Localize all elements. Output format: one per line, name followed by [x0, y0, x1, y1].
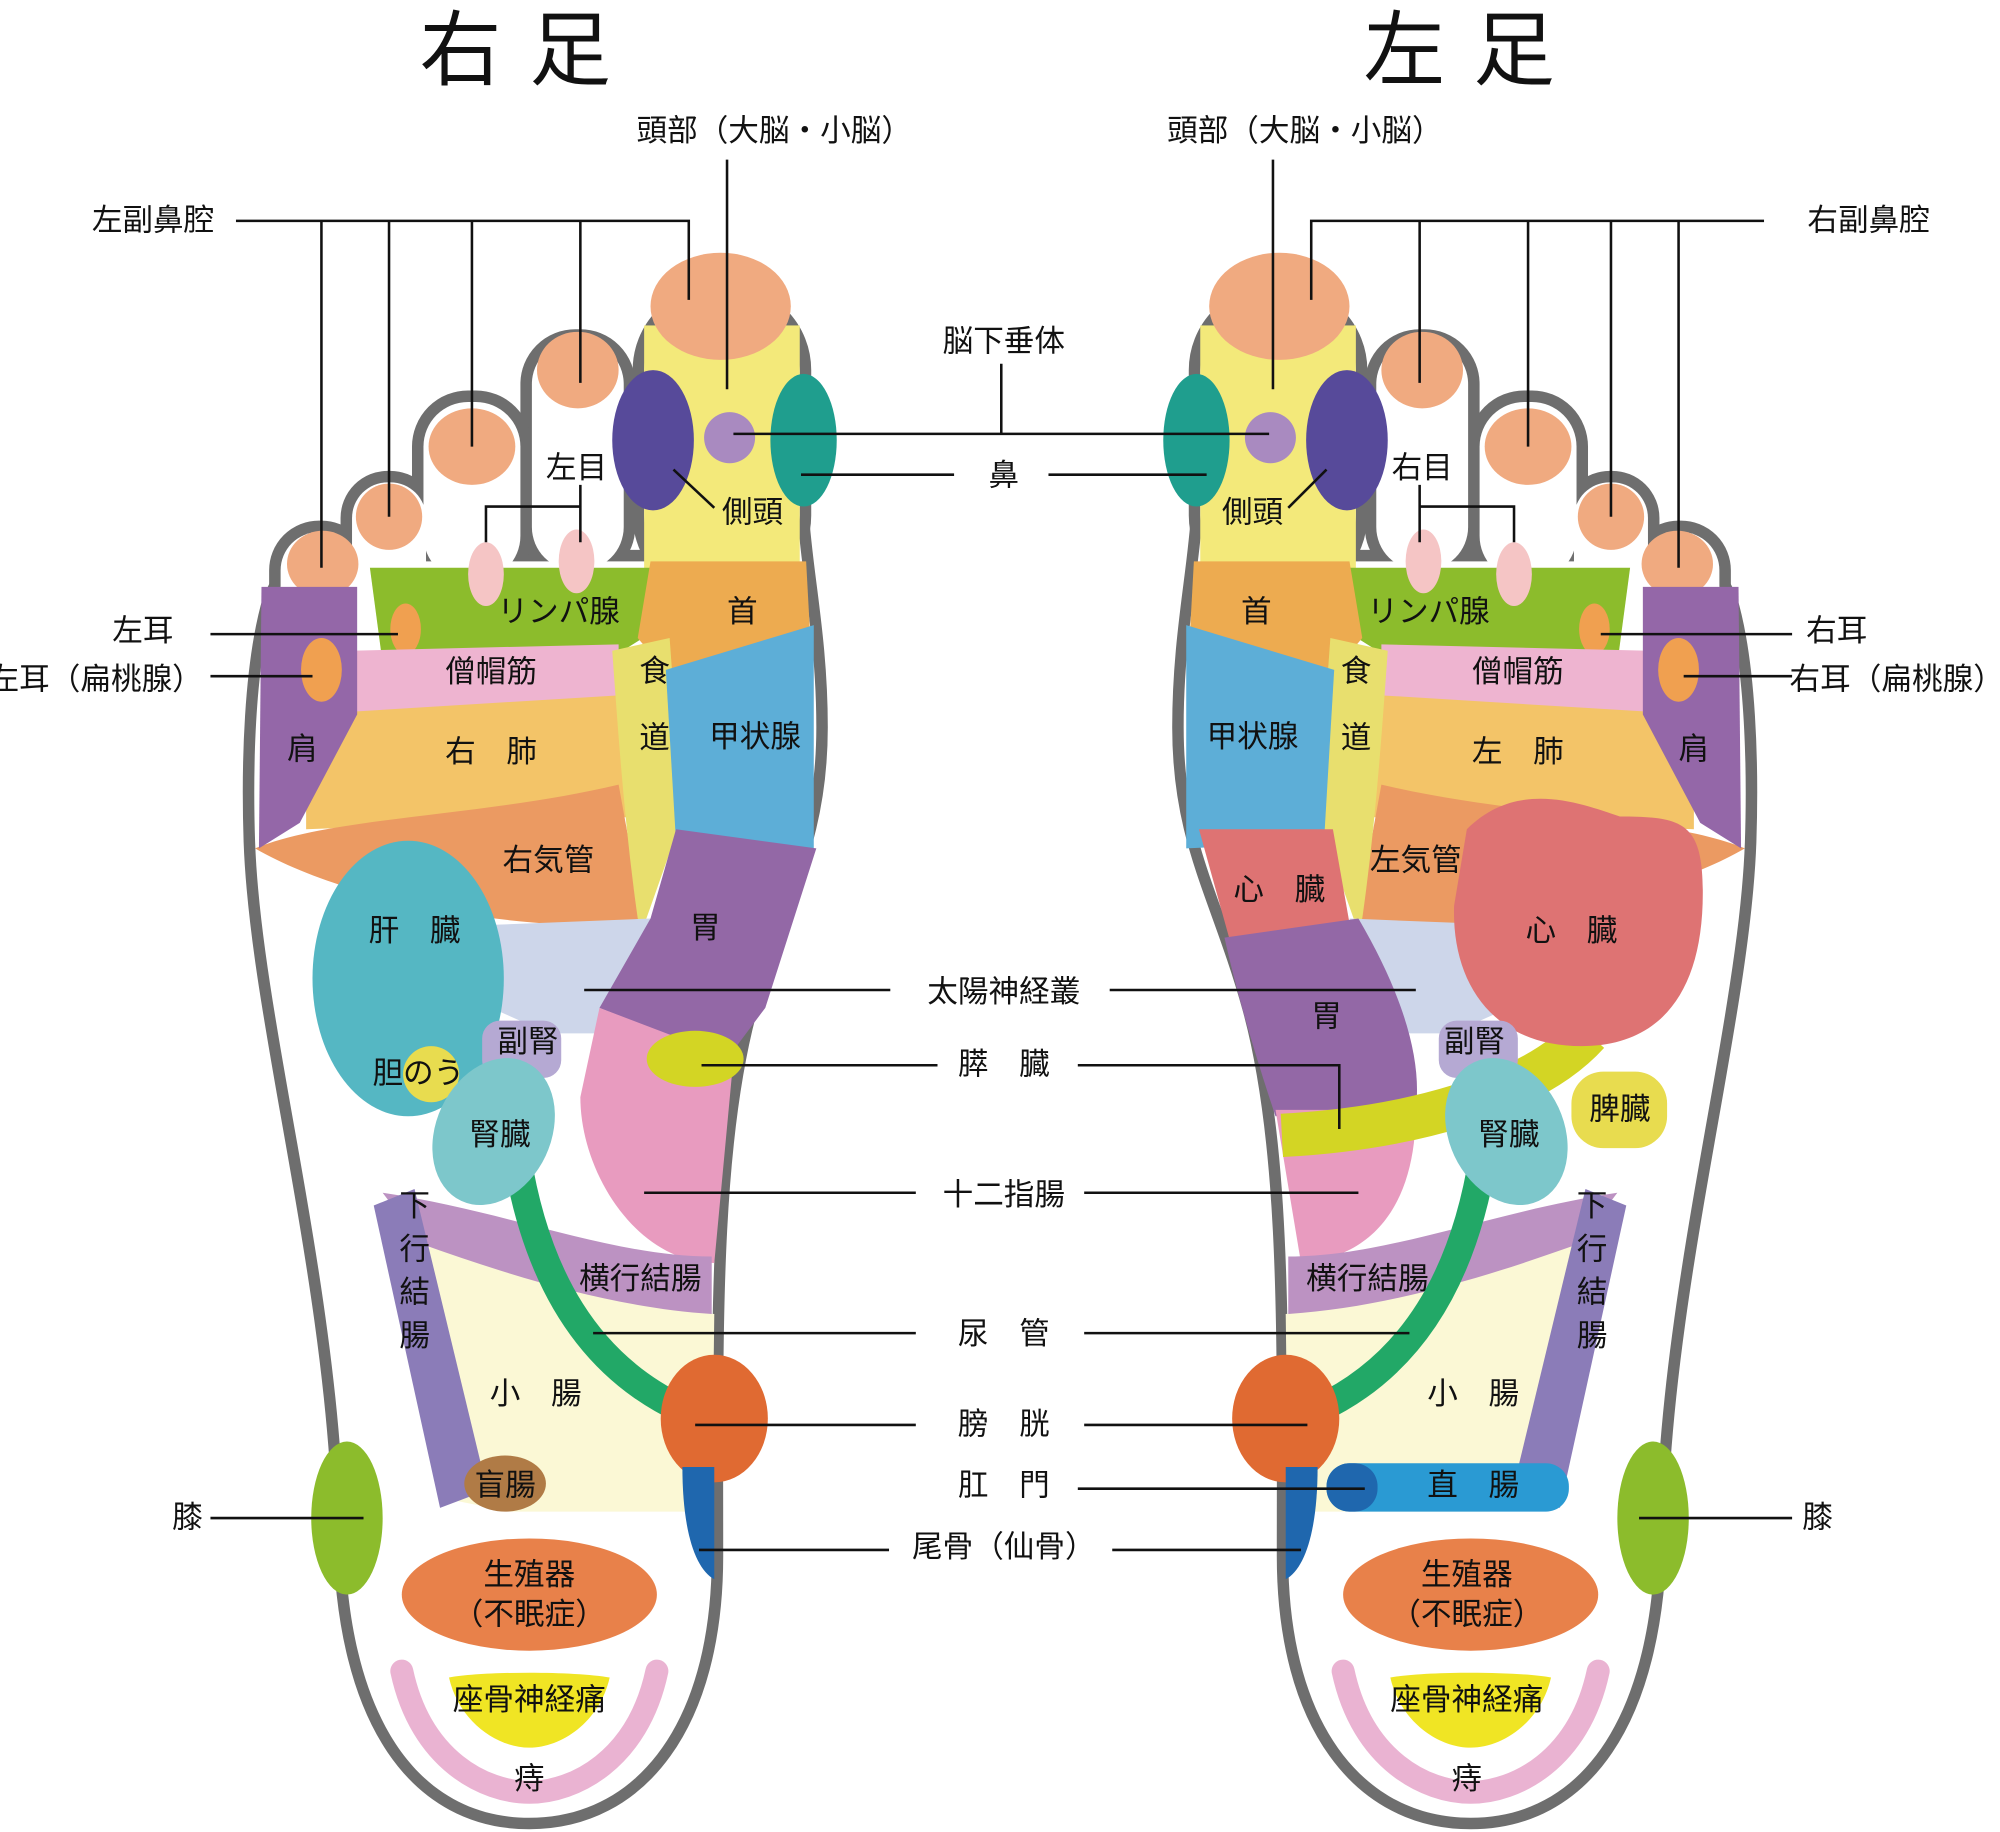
label-thyroid: 甲状腺 — [709, 720, 801, 755]
label-ear: 左耳 — [112, 614, 173, 649]
label-lymph: リンパ腺 — [1367, 595, 1489, 630]
label-heart-small: 心 臓 — [1233, 873, 1325, 908]
label-bladder: 膀 胱 — [958, 1407, 1050, 1442]
label-eye: 左目 — [546, 451, 607, 486]
label-lymph: リンパ腺 — [497, 595, 619, 630]
label-hemorrhoid: 痔 — [1452, 1762, 1483, 1797]
label-shoulder: 肩 — [1679, 733, 1710, 768]
label-spleen: 脾臓 — [1589, 1092, 1650, 1127]
label-ear: 右耳 — [1806, 614, 1867, 649]
label-adrenal: 副腎 — [497, 1025, 558, 1060]
right-foot-title: 右足 — [420, 4, 639, 99]
label-genitals: 生殖器 — [483, 1558, 575, 1593]
label-liver: 肝 臓 — [369, 914, 461, 949]
label-ear-tonsil: 右耳（扁桃腺） — [1790, 663, 2000, 698]
label-head: 頭部（大脳・小脳） — [1167, 114, 1442, 149]
label-stomach: 胃 — [690, 911, 721, 946]
label-sciatic: 座骨神経痛 — [1390, 1683, 1543, 1718]
label-insomnia: （不眠症） — [1390, 1597, 1543, 1632]
label-sinus: 左副鼻腔 — [92, 203, 214, 238]
label-head: 頭部（大脳・小脳） — [636, 114, 911, 149]
left-foot-title: 左足 — [1364, 4, 1583, 99]
label-descending-colon: 下行結腸 — [393, 1189, 429, 1362]
label-sinus: 右副鼻腔 — [1807, 203, 1929, 238]
label-genitals: 生殖器 — [1421, 1558, 1513, 1593]
label-temple: 側頭 — [1222, 495, 1283, 530]
label-anus: 肛 門 — [958, 1469, 1050, 1504]
label-solar-plexus: 太陽神経叢 — [927, 975, 1080, 1010]
label-gallbladder: 胆のう — [372, 1057, 464, 1092]
label-small-intestine: 小 腸 — [1427, 1377, 1519, 1412]
label-ureter: 尿 管 — [958, 1317, 1050, 1352]
label-cecum: 盲腸 — [474, 1469, 535, 1504]
label-esophagus: 食道 — [1335, 654, 1370, 787]
label-shoulder: 肩 — [287, 733, 318, 768]
label-nose: 鼻 — [989, 458, 1020, 493]
label-hemorrhoid: 痔 — [514, 1762, 545, 1797]
right-foot-labels: 頭部（大脳・小脳） 左副鼻腔 側頭 左目 リンパ腺 首 左耳 左耳（扁桃腺） 僧… — [0, 114, 912, 1797]
label-stomach: 胃 — [1311, 999, 1342, 1034]
label-heart: 心 臓 — [1526, 914, 1618, 949]
leader-lines — [210, 159, 1793, 1552]
label-trachea: 左気管 — [1370, 844, 1462, 879]
label-trapezius: 僧帽筋 — [445, 655, 537, 690]
label-pituitary: 脳下垂体 — [943, 325, 1065, 360]
label-sciatic: 座骨神経痛 — [453, 1683, 606, 1718]
label-descending-colon: 下行結腸 — [1571, 1189, 1607, 1362]
label-eye: 右目 — [1392, 451, 1453, 486]
label-esophagus: 食道 — [633, 654, 668, 787]
label-neck: 首 — [1241, 595, 1272, 630]
label-duodenum: 十二指腸 — [943, 1178, 1065, 1213]
label-transverse-colon: 横行結腸 — [579, 1262, 701, 1297]
left-foot — [1163, 252, 1745, 1818]
label-knee: 膝 — [172, 1501, 203, 1536]
label-ear-tonsil: 左耳（扁桃腺） — [0, 663, 203, 698]
label-trapezius: 僧帽筋 — [1472, 655, 1564, 690]
label-lung: 右 肺 — [445, 735, 537, 770]
right-foot — [254, 252, 837, 1818]
label-knee: 膝 — [1802, 1501, 1833, 1536]
label-kidney: 腎臓 — [469, 1118, 530, 1153]
left-foot-labels: 頭部（大脳・小脳） 右副鼻腔 側頭 右目 リンパ腺 首 右耳 右耳（扁桃腺） 僧… — [1167, 114, 2000, 1797]
label-temple: 側頭 — [722, 495, 783, 530]
label-rectum: 直 腸 — [1427, 1469, 1519, 1504]
label-adrenal: 副腎 — [1444, 1025, 1505, 1060]
right-foot-middle-zones — [312, 829, 817, 1263]
label-pancreas: 膵 臓 — [958, 1048, 1050, 1083]
label-trachea: 右気管 — [503, 844, 595, 879]
label-insomnia: （不眠症） — [453, 1597, 606, 1632]
label-lung: 左 肺 — [1472, 735, 1564, 770]
label-small-intestine: 小 腸 — [490, 1377, 582, 1412]
label-tailbone: 尾骨（仙骨） — [912, 1530, 1096, 1565]
label-thyroid: 甲状腺 — [1207, 720, 1299, 755]
label-kidney: 腎臓 — [1478, 1118, 1539, 1153]
label-transverse-colon: 横行結腸 — [1306, 1262, 1428, 1297]
label-neck: 首 — [727, 595, 758, 630]
center-labels: 脳下垂体 鼻 太陽神経叢 膵 臓 十二指腸 尿 管 膀 胱 肛 門 尾骨（仙骨） — [912, 325, 1096, 1565]
